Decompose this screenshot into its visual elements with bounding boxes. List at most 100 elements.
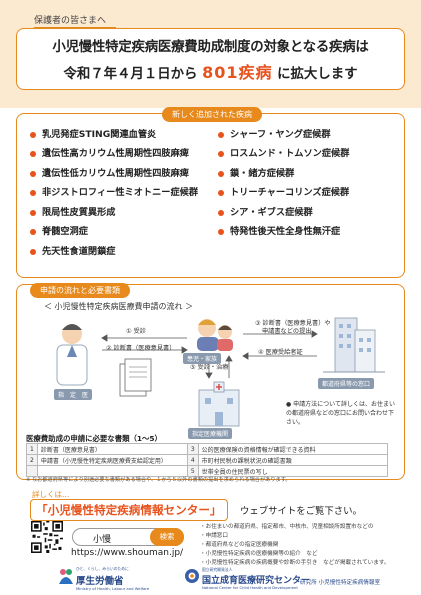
info-bullets: お住まいの都道府県、指定都市、中核市、児童相談所設置市などの申請窓口都道府県など… [200,523,390,568]
new-diseases-label: 新しく追加された疾病 [162,107,262,122]
disease-name: 先天性食道閉鎖症 [42,245,116,257]
bullet-dot-icon [30,190,36,197]
family-tag: 患児・家族 [183,353,222,364]
list-item: 申請窓口 [200,532,389,541]
disease-item: シア・ギブス症候群 [218,203,349,223]
disease-item: 鎖・緒方症候群 [218,164,349,184]
headline-line1: 小児慢性特定疾病医療費助成制度の対象となる疾病は [52,40,369,55]
document-illustration [119,358,152,397]
doctor-tag: 指 定 医 [54,389,93,400]
mhlw-name: 厚生労働省 [76,576,124,587]
bullet-dot-icon [30,229,36,236]
mhlw-logo-icon [59,569,73,584]
bullet-dot-icon [30,209,36,216]
disease-item: シャーフ・ヤング症候群 [218,125,349,145]
disease-name: 特発性後天性全身性無汗症 [230,226,341,238]
please-visit-text: ウェブサイトをご覧下さい。 [240,506,362,517]
new-diseases-right-list: シャーフ・ヤング症候群ロスムンド・トムソン症候群鎖・緒方症候群トリーチャーコリン… [218,125,349,242]
website-url[interactable]: https://www.shouman.jp/ [71,548,184,558]
disease-item: 特発性後天性全身性無汗症 [218,223,349,243]
qr-code-icon[interactable] [31,521,63,553]
mhlw-english: Ministry of Health, Labour and Welfare [76,586,150,591]
disease-item: 脊髄空洞症 [30,223,198,243]
audience-label: 保護者の皆さまへ [34,13,117,28]
flow-step3a: ③ 診断書（医療意見書）や [255,320,331,327]
disease-name: シャーフ・ヤング症候群 [230,128,331,140]
document-name: 市町村民税の課税状況の確認書類 [197,454,389,466]
search-button[interactable]: 検索 [150,528,184,546]
search-query: 小慢 [93,535,112,545]
hospital-tag: 指定医療機関 [188,428,233,439]
documents-footnote: ※ なお都道府県等により別途必要な書類がある場合や、１から５以外の書類の提出を求… [26,477,291,483]
ncchd-english: National Center for Child Health and Dev… [202,585,298,590]
disease-name: 乳児発症STING関連血管炎 [42,128,157,140]
office-tag: 都道府県等の窓口 [318,378,375,389]
disease-item: 限局性皮質異形成 [30,203,198,223]
document-number: 2 [26,454,38,466]
document-number [26,465,38,477]
headline-line2-post: に拡大します [277,67,358,82]
flow-step3b: 申請書などの提出 [262,328,312,335]
disease-item: 乳児発症STING関連血管炎 [30,125,198,145]
disease-item: ロスムンド・トムソン症候群 [218,145,349,165]
bullet-dot-icon [30,131,36,138]
office-illustration [323,317,385,373]
document-number: 5 [186,465,199,477]
bullet-dot-icon [218,209,224,216]
disease-item: 先天性食道閉鎖症 [30,242,198,262]
headline-box: 小児慢性特定疾病医療費助成制度の対象となる疾病は 令和７年４月１日から 801疾… [16,28,405,90]
flow-subtitle: ＜ 小児慢性特定疾病医療費申請の流れ ＞ [44,302,194,311]
document-name: 公的医療保険の資格情報が確認できる資料 [197,443,389,455]
disease-name: ロスムンド・トムソン症候群 [230,148,350,160]
ncchd-department: 研究所 小児慢性特定疾病情報室 [300,580,381,586]
document-name: 世帯全員の住民票の写し [197,465,389,477]
disease-name: 非ジストロフィー性ミオトニー症候群 [42,187,199,199]
headline-highlight: 801疾病 [202,63,273,82]
list-item: 小児慢性特定疾病の医療機関等の紹介 など [200,550,389,559]
disease-item: 遺伝性高カリウム性周期性四肢麻痺 [30,145,198,165]
document-number: 1 [26,443,38,455]
flow-diagram [56,317,385,427]
flow-step5: ⑤ 受診・治療 [190,364,229,371]
search-box[interactable]: 小慢 検索 [72,528,184,546]
disease-name: 鎖・緒方症候群 [230,167,295,179]
disease-name: 脊髄空洞症 [42,226,88,238]
new-diseases-left-list: 乳児発症STING関連血管炎遺伝性高カリウム性周期性四肢麻痺遺伝性低カリウム性周… [30,125,198,262]
document-name [36,465,188,477]
hospital-illustration [198,381,240,427]
doctor-illustration [56,324,88,386]
bullet-dot-icon [218,170,224,177]
new-diseases-box [16,113,405,278]
headline-line2-pre: 令和７年４月１日から [63,67,198,82]
bullet-dot-icon [30,170,36,177]
flow-step4: ④ 医療受給者証 [258,349,303,356]
bullet-dot-icon [218,151,224,158]
family-illustration [197,319,233,351]
flow-note: ● 申請方法について詳しくは、お住まいの都道府県などの窓口にお問い合わせ下さい。 [286,401,395,426]
disease-name: 遺伝性低カリウム性周期性四肢麻痺 [42,167,189,179]
disease-name: 限局性皮質異形成 [42,206,116,218]
bullet-dot-icon [218,229,224,236]
ncchd-prefix: 国立研究開発法人 [202,567,233,572]
flow-step2: ② 診断書（医療意見書） [106,345,176,352]
list-item: 小児慢性特定疾病の疾病概要や診断の手引き などが掲載されています。 [200,559,390,568]
headline-line2: 令和７年４月１日から 801疾病 に拡大します [17,59,404,83]
disease-item: 非ジストロフィー性ミオトニー症候群 [30,184,198,204]
bullet-dot-icon [30,248,36,255]
flow-arrows [101,330,318,379]
disease-name: トリーチャーコリンズ症候群 [230,187,350,199]
document-name: 診断書（医療意見書） [36,443,188,455]
document-number: 3 [186,443,199,455]
disease-name: 遺伝性高カリウム性周期性四肢麻痺 [42,148,189,160]
document-name: 申請書（小児慢性特定疾病医療費支給認定用） [36,454,188,466]
info-center-name: 「小児慢性特定疾病情報センター」 [30,499,228,521]
bullet-dot-icon [218,131,224,138]
documents-title: 医療費助成の申請に必要な書類（1～5） [26,434,162,443]
list-item: お住まいの都道府県、指定都市、中核市、児童相談所設置市などの [200,523,389,532]
disease-item: トリーチャーコリンズ症候群 [218,184,349,204]
mhlw-tagline: ひと、くらし、みらいのために [76,566,129,571]
